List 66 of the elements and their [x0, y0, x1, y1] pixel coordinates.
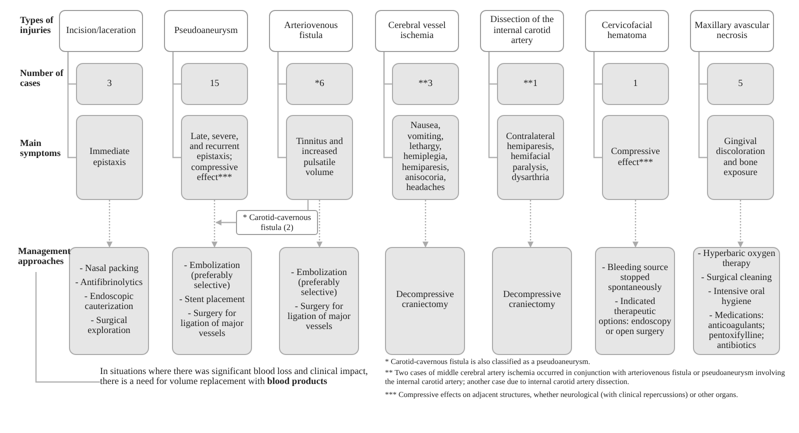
list-item-text: - Embolization (preferably selective) — [183, 262, 241, 292]
case-count-box: 3 — [76, 63, 143, 105]
list-item-text: - Embolization (preferably selective) — [290, 269, 348, 299]
connector-line — [383, 52, 392, 158]
row-heading: Number of cases — [20, 69, 64, 90]
arrow — [632, 200, 638, 248]
case-count-box: 15 — [181, 63, 248, 105]
management-box — [69, 247, 149, 355]
list-item-text: - Nasal packing — [80, 265, 138, 276]
connector-line — [35, 272, 100, 383]
management-box — [693, 247, 780, 355]
row-heading: Types of injuries — [20, 16, 54, 37]
list-item-text: - Surgery for ligation of major vessels — [179, 310, 244, 340]
connector-line — [698, 52, 707, 158]
list-item-text: - Indicated therapeutic options: endoscopy or open surgery — [598, 298, 672, 338]
callout-box: * Carotid-cavernous fistula (2) — [236, 210, 318, 235]
case-count-box: *6 — [286, 63, 353, 105]
injury-type-box: Maxillary avascular necrosis — [690, 10, 774, 52]
symptom-box: Gingival discoloration and bone exposure — [707, 115, 774, 200]
arrow — [422, 200, 428, 248]
injury-type-box: Pseudoaneurysm — [164, 10, 248, 52]
injury-type-box: Cervicofacial hematoma — [585, 10, 669, 52]
symptom-box: Compressive effect*** — [602, 115, 669, 200]
list-item-text: - Surgery for ligation of major vessels — [286, 303, 352, 333]
list-item-text: - Stent placement — [179, 296, 245, 306]
symptom-box: Immediate epistaxis — [76, 115, 143, 200]
arrow — [106, 200, 112, 248]
case-count-box: **3 — [392, 63, 459, 105]
connector-line — [277, 52, 286, 158]
symptom-box: Late, severe, and recurrent epistaxis; compressive effect*** — [181, 115, 248, 200]
case-count-box: 1 — [602, 63, 669, 105]
arrow — [316, 200, 322, 248]
connector-line — [488, 52, 497, 158]
case-count-box: 5 — [707, 63, 774, 105]
connector-line — [307, 200, 309, 210]
row-heading: Main symptoms — [20, 139, 62, 160]
connector-line — [593, 52, 602, 158]
symptom-box: Contralateral hemiparesis, hemifacial paralysis, dysarthria — [497, 115, 564, 200]
management-box — [595, 247, 675, 355]
list-item-text: - Medications: anticoagulants; pentoxifylline; antibiotics — [707, 312, 766, 352]
management-box — [279, 247, 359, 355]
injury-type-box: Dissection of the internal carotid artery — [480, 10, 564, 52]
injury-type-box: Cerebral vessel ischemia — [375, 10, 459, 52]
injury-type-box: Incision/laceration — [59, 10, 143, 52]
arrow — [528, 200, 534, 248]
symptom-box: Tinnitus and increased pulsatile volume — [286, 115, 353, 200]
connector-line — [67, 52, 76, 158]
symptom-box: Nausea, vomiting, lethargy, hemiplegia, hemiparesis, anisocoria, headaches — [392, 115, 459, 200]
list-item-text: - Bleeding source stopped spontaneously — [600, 264, 670, 294]
list-item-text: - Endoscopic cauterization — [83, 293, 135, 313]
arrow — [738, 200, 744, 248]
list-item-text: - Hyperbaric oxygen therapy — [696, 250, 776, 270]
list-item-text: - Intensive oral hygiene — [707, 288, 766, 308]
arrow — [215, 220, 236, 226]
list-item-text: - Antifibrinolytics — [75, 279, 143, 290]
connector-line — [172, 52, 181, 158]
arrow — [212, 200, 218, 248]
list-item-text: - Surgical cleaning — [701, 274, 772, 284]
injury-type-box: Arteriovenous fistula — [269, 10, 353, 52]
list-item-text: - Surgical exploration — [86, 316, 132, 337]
note-text: In situations where there was significant blood loss and clinical impact, there is a need for volume replacement with blood products — [100, 367, 369, 388]
case-count-box: **1 — [497, 63, 564, 105]
management-box: Decompressive craniectomy — [492, 247, 572, 355]
management-box — [172, 247, 252, 355]
row-heading: Management approaches — [18, 247, 72, 268]
management-box: Decompressive craniectomy — [385, 247, 465, 355]
